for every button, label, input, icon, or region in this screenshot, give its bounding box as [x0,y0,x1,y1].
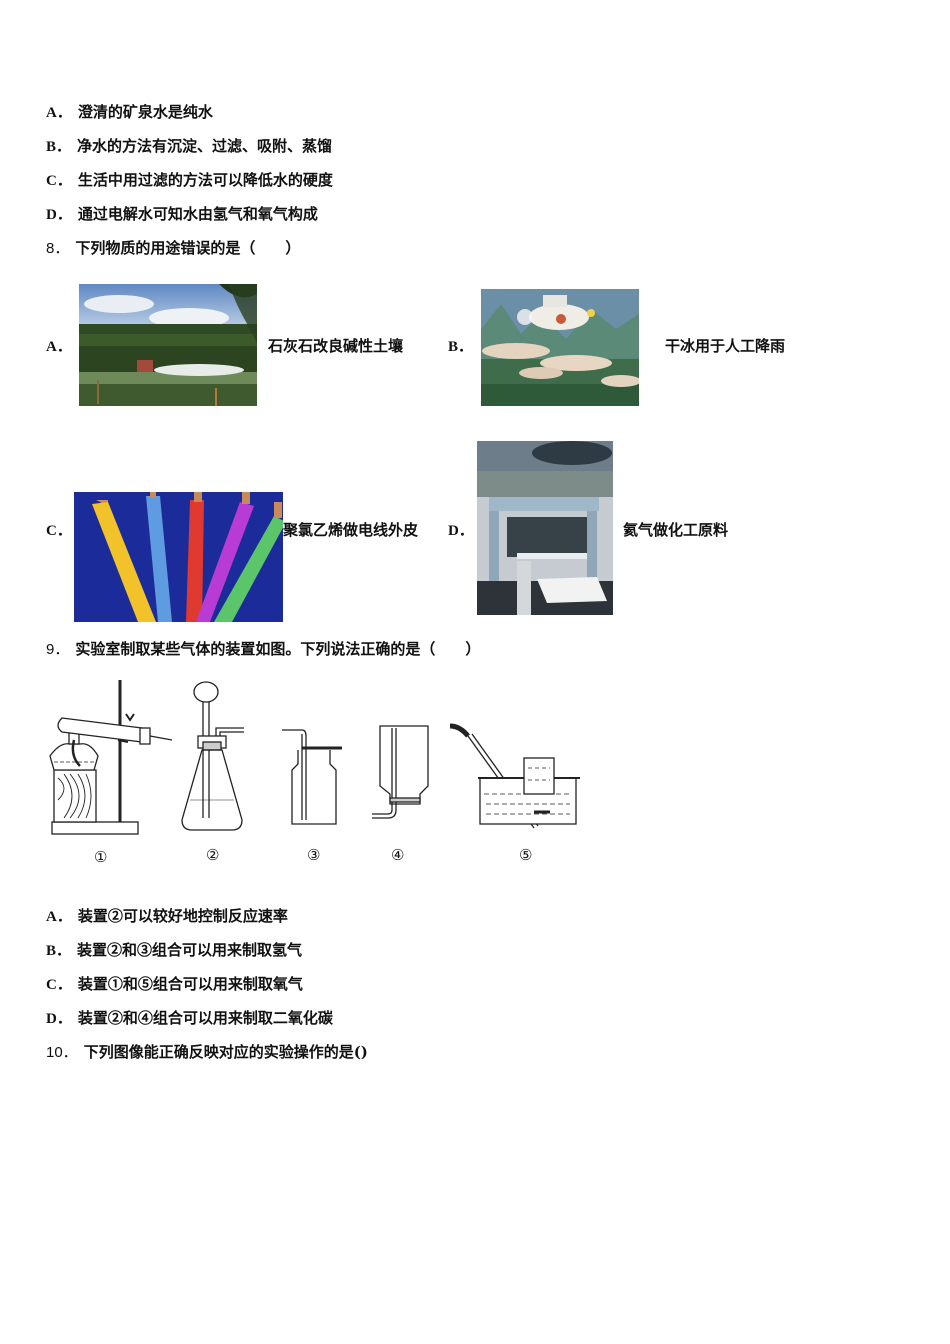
apparatus-label-1: ① [94,849,108,866]
q8-stem: 8． 下列物质的用途错误的是（ ） [46,238,300,259]
q8-option-d-text: 氦气做化工原料 [623,521,729,539]
option-text: 澄清的矿泉水是纯水 [77,103,213,121]
colored-electric-wires-photo [74,492,283,622]
q9-option-a: A． 装置②可以较好地控制反应速率 [46,906,288,927]
apparatus-label-3: ③ [307,847,321,864]
question-text: 实验室制取某些气体的装置如图。下列说法正确的是（ ） [75,640,481,658]
apparatus-1-heating-test-tube [49,680,173,835]
question-number: 8． [46,240,70,257]
q8-option-c-text: 聚氯乙烯做电线外皮 [283,521,419,539]
option-text: 净水的方法有沉淀、过滤、吸附、蒸馏 [77,137,333,155]
gas-apparatus-diagram: ① ② ③ ④ ⑤ [40,670,590,870]
apparatus-3-gas-collection-bottle [282,729,342,825]
option-label: A． [46,105,72,121]
chemical-factory-machine-photo [477,441,613,615]
question-number: 9． [46,641,70,658]
q9-stem: 9． 实验室制取某些气体的装置如图。下列说法正确的是（ ） [46,639,480,660]
q7-option-b: B． 净水的方法有沉淀、过滤、吸附、蒸馏 [46,136,332,157]
option-label: B． [46,139,72,155]
q7-option-d: D． 通过电解水可知水由氢气和氧气构成 [46,204,318,225]
option-label: C． [46,173,72,189]
q10-stem: 10． 下列图像能正确反映对应的实验操作的是() [46,1042,368,1063]
option-text: 装置②和③组合可以用来制取氢气 [77,941,303,959]
q8-option-a-label: A． [46,339,72,355]
question-number: 10． [46,1044,78,1061]
q8-option-b-text: 干冰用于人工降雨 [665,337,786,355]
q9-option-c: C． 装置①和⑤组合可以用来制取氧气 [46,974,303,995]
apparatus-label-5: ⑤ [519,847,533,864]
apparatus-label-2: ② [206,847,220,864]
q9-option-b: B． 装置②和③组合可以用来制取氢气 [46,940,302,961]
option-text: 装置②可以较好地控制反应速率 [77,907,288,925]
option-text: 装置②和④组合可以用来制取二氧化碳 [77,1009,333,1027]
q8-option-d-label: D． [448,523,474,539]
q7-option-c: C． 生活中用过滤的方法可以降低水的硬度 [46,170,333,191]
farm-field-spraying-photo [79,284,257,406]
q8-option-b-label: B． [448,339,474,355]
question-text: 下列物质的用途错误的是（ ） [75,239,301,257]
q9-option-d: D． 装置②和④组合可以用来制取二氧化碳 [46,1008,333,1029]
option-label: C． [46,977,72,993]
apparatus-5-water-trough [449,723,580,829]
q8-option-a-text: 石灰石改良碱性土壤 [268,337,404,355]
option-text: 通过电解水可知水由氢气和氧气构成 [77,205,318,223]
option-text: 生活中用过滤的方法可以降低水的硬度 [77,171,333,189]
apparatus-label-4: ④ [391,847,405,864]
apparatus-2-conical-flask [181,681,244,831]
airplane-cloud-seeding-illustration [481,289,639,406]
q8-option-c-label: C． [46,523,72,539]
apparatus-4-inverted-bottle [372,725,429,819]
option-label: A． [46,909,72,925]
option-label: D． [46,207,72,223]
option-label: D． [46,1011,72,1027]
option-label: B． [46,943,72,959]
q7-option-a: A． 澄清的矿泉水是纯水 [46,102,213,123]
option-text: 装置①和⑤组合可以用来制取氧气 [77,975,303,993]
question-text: 下列图像能正确反映对应的实验操作的是() [83,1043,368,1061]
